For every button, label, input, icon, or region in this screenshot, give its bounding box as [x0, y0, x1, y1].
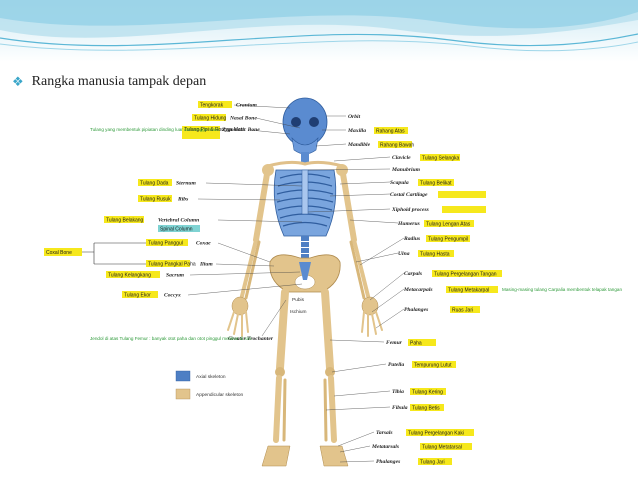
left-label-ekor: Tulang Ekor Coccyx: [122, 283, 303, 299]
label-humerus: Humerus: [397, 221, 420, 227]
label-femur: Femur: [386, 340, 403, 346]
label-paha: Paha: [410, 341, 422, 347]
label-ilium: Ilium: [199, 262, 213, 268]
label-ulna: Ulna: [398, 251, 410, 257]
label-tulang-ekor: Tulang Ekor: [124, 293, 151, 299]
label-patella: Patella: [388, 362, 404, 368]
label-metacarpals: Metacarpals: [403, 287, 433, 293]
legend-label-appendicular: Appendicular skeleton: [196, 392, 244, 398]
right-labels: [307, 115, 405, 463]
label-fibula: Fibula: [392, 405, 408, 411]
legend-swatch-appendicular: [175, 388, 191, 400]
note-femur: Jendol di atas Tulang Femur : banyak oto…: [90, 336, 251, 341]
label-greater-trochanter: Greater Trochanter: [228, 336, 274, 342]
skeleton-figure: [227, 97, 383, 467]
label-pubis: Pubis: [292, 297, 305, 303]
label-tulang-hidung: Tulang Hidung: [194, 116, 227, 122]
label-tarsals: Tarsals: [376, 430, 393, 436]
label-scapula: Scapula: [390, 180, 409, 186]
label-costal-cartilage: Costal Cartilage: [390, 192, 428, 198]
slide-title-text: Rangka manusia tampak depan: [31, 74, 207, 89]
label-phalanges-hand: Phalanges: [404, 307, 428, 313]
note-skull: Tulang yang membentuk pipiatan dinding l…: [90, 127, 219, 132]
label-maxilla: Maxilla: [347, 128, 366, 134]
label-ribs: Ribs: [177, 197, 188, 203]
label-cranium: Cranium: [236, 103, 257, 109]
left-label-hidung: Tulang Hidung Nasal Bone: [192, 114, 301, 129]
left-label-kelangkang: Tulang Kelangkang Sacrum: [106, 271, 301, 279]
diamond-bullet-icon: ❖: [12, 74, 24, 89]
left-label-dada: Tulang Dada Sternum: [138, 179, 303, 187]
legend-label-axial: Axial skeleton: [196, 374, 226, 380]
label-tulang-jari: Tulang Jari: [420, 460, 445, 466]
left-label-pangkal: Tulang Pangkal Paha Ilium: [146, 260, 275, 268]
label-tulang-selangka: Tulang Selangka: [422, 156, 460, 162]
label-tulang-dada: Tulang Dada: [140, 181, 169, 187]
label-xiphoid: Xiphoid process: [391, 207, 429, 213]
label-phalanges-foot: Phalanges: [376, 459, 400, 465]
label-tulang-panggul: Tulang Panggul: [148, 241, 183, 247]
left-label-belakang: Tulang Belakang Vertebral Column Spinal …: [104, 216, 303, 233]
left-label-rusuk: Tulang Rusuk Ribs: [138, 195, 281, 203]
label-tulang-pengumpil: Tulang Pengumpil: [428, 237, 468, 243]
costal-yellow-box: [438, 191, 486, 198]
slide-title: ❖ Rangka manusia tampak depan: [12, 72, 206, 92]
label-ischium: Ischium: [290, 309, 307, 315]
legend-swatch-axial: [175, 370, 191, 382]
label-tempurung-lutut: Tempurung Lutut: [414, 363, 452, 369]
label-rahang-bawah: Rahang Bawah: [380, 143, 414, 149]
xiphoid-yellow-box: [442, 206, 486, 213]
label-tibia: Tibia: [392, 389, 404, 395]
label-sternum: Sternum: [176, 181, 197, 187]
label-radius: Radius: [403, 236, 420, 242]
label-coxal-bone: Coxal Bone: [46, 250, 72, 256]
coxal-bone-group: Coxal Bone: [44, 242, 146, 265]
label-tulang-rusuk: Tulang Rusuk: [140, 197, 171, 203]
left-label-panggul: Tulang Panggul Coxae: [146, 239, 271, 263]
label-tulang-belikat: Tulang Belikat: [420, 181, 452, 187]
label-rahang-atas: Rahang Atas: [376, 129, 405, 135]
label-orbit: Orbit: [348, 114, 361, 120]
label-mandible: Mandible: [347, 142, 371, 148]
label-tulang-hasta: Tulang Hasta: [420, 252, 450, 258]
label-clavicle: Clavicle: [392, 155, 411, 161]
label-spinal-column: Spinal Column: [160, 227, 193, 233]
label-tulang-belakang: Tulang Belakang: [106, 218, 144, 224]
label-tulang-kering: Tulang Kering: [412, 390, 443, 396]
label-tulang-pergelangan-tangan: Tulang Pergelangan Tangan: [434, 272, 497, 278]
label-tulang-kelangkang: Tulang Kelangkang: [108, 273, 151, 279]
label-ruas-jari: Ruas Jari: [452, 308, 473, 314]
label-zygomatic: Zygomatic Bone: [221, 127, 260, 133]
legend: Axial skeleton Appendicular skeleton: [175, 370, 244, 400]
label-tulang-metatarsal: Tulang Metatarsal: [422, 445, 462, 451]
label-vertebral-column: Vertebral Column: [158, 218, 199, 224]
label-nasal-bone: Nasal Bone: [229, 116, 257, 122]
left-label-tengkorak: Tengkorak Cranium: [198, 101, 291, 109]
label-tulang-betis: Tulang Betis: [412, 406, 440, 412]
left-label-pipi: Tulang Pipi & Rongga Mata Zygomatic Bone…: [90, 126, 291, 139]
label-tulang-pipi: Tulang Pipi & Rongga Mata: [184, 127, 245, 133]
label-coxae: Coxae: [196, 241, 211, 247]
label-coccyx: Coccyx: [164, 293, 181, 299]
label-tulang-lengan-atas: Tulang Lengan Atas: [426, 222, 471, 228]
label-carpals: Carpals: [404, 271, 422, 277]
label-sacrum: Sacrum: [166, 273, 185, 279]
label-tulang-metakarpal: Tulang Metakarpal: [448, 288, 489, 294]
label-manubrium: Manubrium: [391, 167, 421, 173]
label-metatarsals: Metatarsals: [371, 444, 399, 450]
label-tengkorak: Tengkorak: [200, 103, 224, 109]
label-tulang-pangkal-paha: Tulang Pangkal Paha: [148, 262, 196, 268]
header-waves: [0, 0, 638, 62]
note-carpals: Masing-masing tulang Carpalia membentuk …: [502, 287, 622, 292]
label-tulang-pergelangan-kaki: Tulang Pergelangan Kaki: [408, 431, 464, 437]
